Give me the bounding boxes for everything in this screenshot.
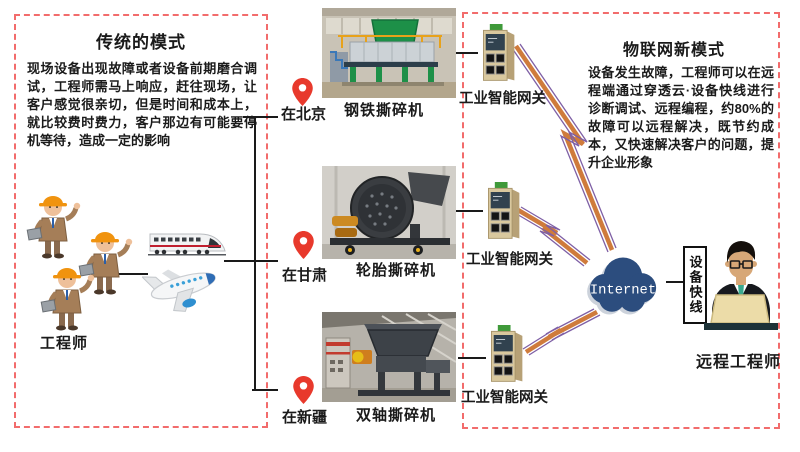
gateway-label-1: 工业智能网关	[459, 91, 546, 107]
location-pin-icon	[293, 376, 314, 404]
remote-engineer-figure	[704, 241, 778, 330]
engineers-label: 工程师	[40, 335, 89, 352]
iot-mode-title: 物联网新模式	[622, 42, 725, 59]
internet-cloud-icon: Internet	[587, 257, 656, 315]
machine-label-double-shaft-shredder: 双轴撕碎机	[356, 407, 437, 424]
gateway-label-3: 工业智能网关	[461, 390, 548, 406]
traditional-mode-panel: 传统的模式 现场设备出现故障或者设备前期磨合调试，工程师需马上响应，赶往现场，让…	[14, 14, 268, 428]
traditional-mode-description: 现场设备出现故障或者设备前期磨合调试，工程师需马上响应，赶往现场，让客户感觉很亲…	[27, 61, 257, 148]
machine-label-steel-shredder: 钢铁撕碎机	[344, 102, 425, 119]
location-label-xinjiang: 在新疆	[282, 409, 328, 426]
train-icon	[148, 233, 226, 256]
industrial-gateway-icon	[483, 24, 515, 81]
location-pin-icon	[292, 78, 313, 106]
machine-photo-tire-shredder	[322, 166, 456, 259]
device-fastline-box: 设备快线	[683, 246, 707, 324]
industrial-gateway-icon	[491, 325, 523, 382]
location-pin-icon	[293, 231, 314, 259]
engineers-figures	[18, 186, 150, 334]
machine-label-tire-shredder: 轮胎撕碎机	[356, 262, 437, 279]
internet-label: Internet	[590, 283, 656, 298]
machine-photo-double-shaft-shredder	[322, 312, 456, 402]
machine-photo-steel-shredder	[322, 8, 456, 98]
iot-mode-panel: 物联网新模式 设备发生故障，工程师可以在远程端通过穿透云·设备快线进行诊断调试、…	[462, 12, 780, 429]
location-label-gansu: 在甘肃	[282, 267, 328, 284]
remote-engineer-label: 远程工程师	[696, 354, 782, 371]
location-label-beijing: 在北京	[281, 106, 327, 123]
traditional-mode-title: 传统的模式	[96, 33, 186, 52]
industrial-gateway-icon	[488, 182, 520, 239]
gateway-label-2: 工业智能网关	[466, 252, 553, 268]
iot-mode-description: 设备发生故障，工程师可以在远程端通过穿透云·设备快线进行诊断调试、远程编程，约8…	[588, 65, 774, 170]
airplane-icon	[142, 269, 216, 312]
